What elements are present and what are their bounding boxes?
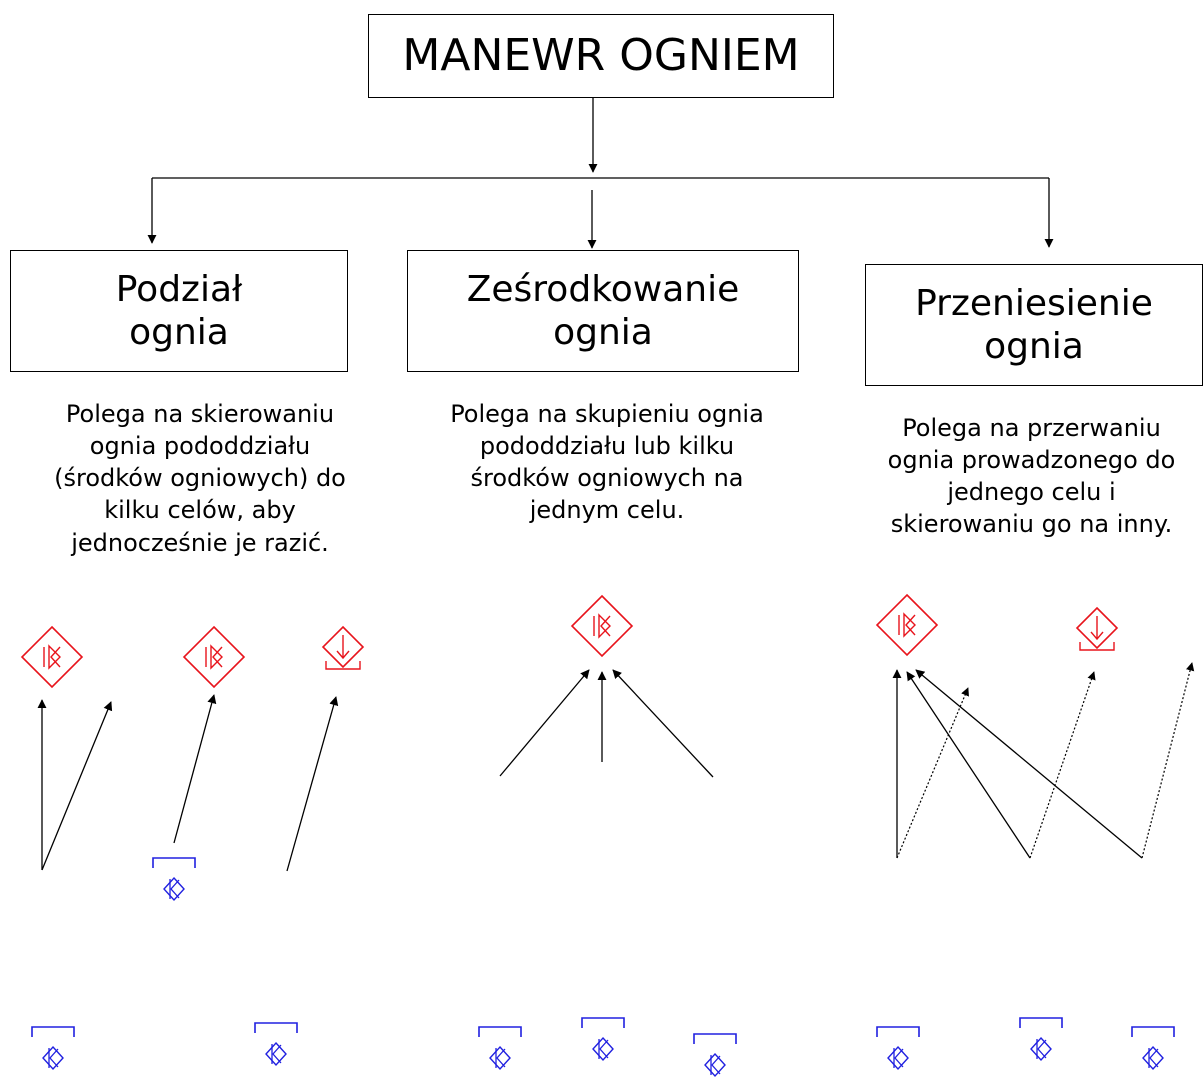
shifted-fire-arrow — [1141, 662, 1195, 859]
shifted-fire-arrow — [1029, 671, 1096, 859]
weapon-unit-icon — [1131, 1026, 1175, 1070]
target-diamond-icon — [571, 595, 633, 657]
weapon-unit-icon — [876, 1026, 920, 1070]
description-fire-concentration: Polega na skupieniu ognia pododdziału lu… — [450, 400, 764, 525]
branch-title-line2: ognia — [984, 326, 1084, 367]
fire-shift-scheme — [876, 594, 1195, 1070]
branch-title-line1: Ześrodkowanie — [466, 268, 740, 310]
weapon-unit-icon — [31, 1026, 75, 1070]
branch-title-line2: ognia — [553, 312, 653, 353]
weapon-unit-icon — [152, 857, 196, 901]
branch-box-fire-shift: Przeniesienie ognia — [865, 264, 1203, 386]
target-diamond-icon — [21, 626, 83, 688]
weapon-unit-icon — [1019, 1017, 1063, 1061]
description-fire-shift: Polega na przerwaniu ognia prowadzonego … — [887, 414, 1176, 539]
fire-arrow — [612, 669, 714, 778]
fire-concentration-scheme — [478, 595, 737, 1077]
target-diamond-icon — [183, 626, 245, 688]
fire-arrow — [286, 696, 339, 872]
target-arrow-down-icon — [322, 626, 364, 670]
weapon-unit-icon — [693, 1033, 737, 1077]
description-fire-division: Polega na skierowaniu ognia pododdziału … — [54, 400, 346, 557]
branch-box-fire-concentration: Ześrodkowanie ognia — [407, 250, 799, 372]
fire-arrow — [915, 669, 1143, 859]
weapon-unit-icon — [581, 1017, 625, 1061]
fire-arrow — [906, 671, 1031, 859]
target-diamond-icon — [876, 594, 938, 656]
branch-title-line1: Przeniesienie — [915, 282, 1153, 324]
main-title-box: MANEWR OGNIEM — [368, 14, 834, 98]
main-title: MANEWR OGNIEM — [402, 29, 800, 81]
shifted-fire-arrow — [896, 687, 969, 859]
fire-arrow — [499, 669, 590, 777]
hierarchy-connectors — [147, 98, 1054, 249]
branch-title-line1: Podział — [115, 268, 243, 310]
fire-arrow — [173, 694, 217, 844]
branch-box-fire-division: Podział ognia — [10, 250, 348, 372]
target-arrow-down-icon — [1076, 607, 1118, 651]
weapon-unit-icon — [254, 1022, 298, 1066]
weapon-unit-icon — [478, 1026, 522, 1070]
fire-arrow — [41, 701, 113, 871]
branch-title-line2: ognia — [129, 312, 229, 353]
fire-division-scheme — [21, 626, 364, 1070]
